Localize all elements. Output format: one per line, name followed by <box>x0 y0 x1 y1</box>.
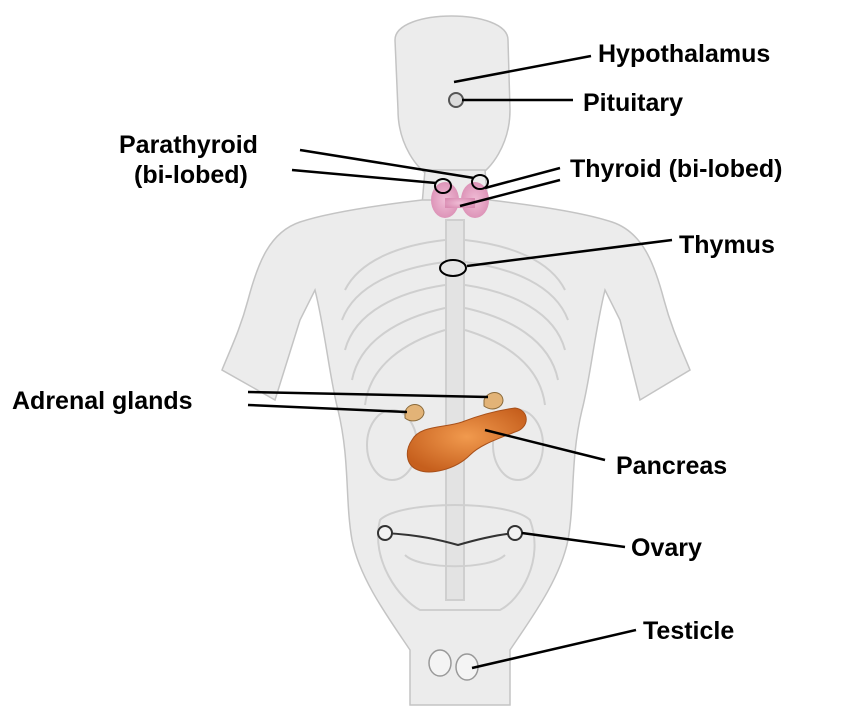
parathyroid-line-lower <box>292 170 436 183</box>
label-pituitary: Pituitary <box>583 89 683 117</box>
label-pancreas: Pancreas <box>616 452 727 480</box>
label-testicle: Testicle <box>643 617 734 645</box>
label-ovary: Ovary <box>631 534 702 562</box>
label-thymus: Thymus <box>679 231 775 259</box>
label-parathyroid-line1: Parathyroid <box>119 131 258 159</box>
thyroid-line-upper <box>485 168 560 188</box>
label-hypothalamus: Hypothalamus <box>598 40 770 68</box>
pituitary-gland <box>449 93 463 107</box>
label-thyroid: Thyroid (bi-lobed) <box>570 155 782 183</box>
thymus-marker <box>440 260 466 276</box>
label-adrenal-glands: Adrenal glands <box>12 387 193 415</box>
label-parathyroid-line2: (bi-lobed) <box>134 161 248 189</box>
